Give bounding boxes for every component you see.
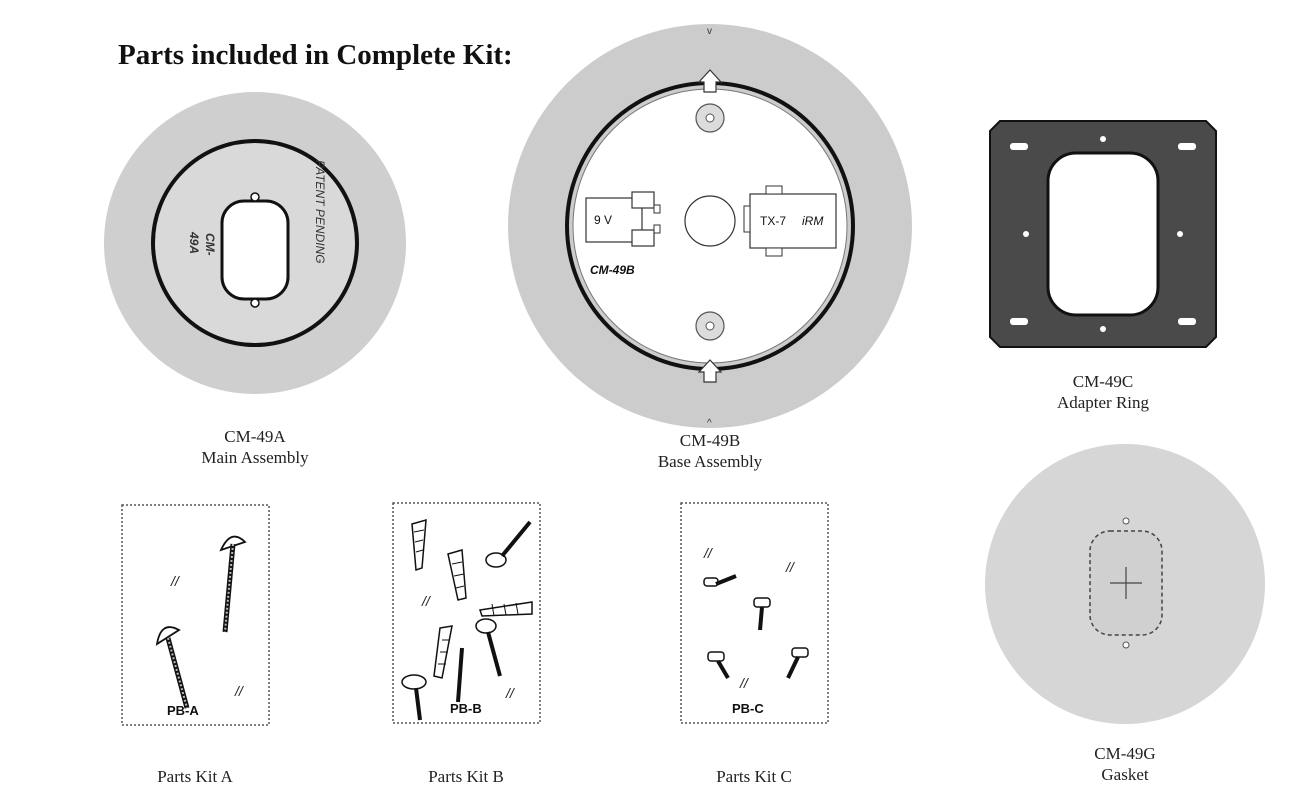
page-heading: Parts included in Complete Kit:	[118, 39, 513, 71]
kit-b-screw	[485, 520, 532, 568]
gasket-code: CM-49G	[1094, 744, 1156, 763]
parts-kit-b-caption: Parts Kit B	[366, 766, 566, 787]
kit-b-anchor	[479, 601, 533, 617]
parts-kit-c-name: Parts Kit C	[716, 767, 792, 786]
adapter-ring-slot-tl	[1010, 143, 1028, 150]
adapter-ring-slot-tr	[1178, 143, 1196, 150]
main-assembly-caption: CM-49A Main Assembly	[155, 426, 355, 468]
adapter-ring-hole-bottom	[1100, 326, 1106, 332]
adapter-ring-diagram	[989, 120, 1217, 348]
base-assembly-post-bottom-hole	[705, 321, 715, 331]
adapter-ring-opening	[1046, 151, 1160, 317]
parts-kit-a-name: Parts Kit A	[157, 767, 233, 786]
parts-kit-a-bag: // // PB-A	[121, 504, 270, 726]
base-assembly-arrow-bottom	[697, 359, 723, 383]
gasket-hole-bottom	[1122, 641, 1130, 649]
kit-a-glare: //	[234, 683, 245, 699]
parts-kit-a-border	[121, 504, 270, 726]
adapter-ring-hole-top	[1100, 136, 1106, 142]
kit-b-bag-label: PB-B	[450, 701, 482, 716]
base-assembly-code: CM-49B	[679, 431, 741, 450]
gasket-hole-top	[1122, 517, 1130, 525]
adapter-ring-hole-left	[1023, 231, 1029, 237]
base-assembly-center-hole	[684, 195, 736, 247]
kit-b-screw	[456, 647, 464, 703]
parts-kit-c-border	[680, 502, 829, 724]
kit-a-glare: //	[170, 573, 181, 589]
base-assembly-caption: CM-49B Base Assembly	[610, 430, 810, 472]
parts-kit-c-bag: // // // PB-C	[680, 502, 829, 724]
main-assembly-label-line2: 49A	[187, 231, 201, 254]
base-assembly-diagram: v ^ 9 V TX-7 iRM CM-49B	[508, 24, 912, 429]
battery-terminal-bottom	[631, 229, 655, 247]
main-assembly-name: Main Assembly	[201, 448, 309, 467]
main-assembly-hole-top	[250, 192, 260, 202]
battery-contact-bottom	[653, 224, 661, 234]
parts-kit-a-caption: Parts Kit A	[95, 766, 295, 787]
kit-a-screw	[219, 535, 247, 633]
kit-c-screw	[707, 651, 730, 680]
adapter-ring-slot-bl	[1010, 318, 1028, 325]
adapter-ring-name: Adapter Ring	[1056, 393, 1150, 412]
base-assembly-bottom-notch: ^	[707, 418, 712, 429]
kit-c-bag-label: PB-C	[732, 701, 764, 716]
main-assembly-diagram: CM- 49A PATENT PENDING	[104, 92, 406, 394]
adapter-ring-slot-br	[1178, 318, 1196, 325]
parts-kit-b-bag: // // PB-B	[392, 502, 541, 724]
transmitter-suffix: iRM	[802, 214, 823, 228]
parts-kit-b-name: Parts Kit B	[428, 767, 504, 786]
transmitter-connector	[743, 205, 751, 233]
base-assembly-arrow-top	[697, 69, 723, 93]
kit-b-screw	[401, 674, 427, 721]
kit-a-screw	[155, 626, 190, 709]
base-assembly-label: CM-49B	[590, 263, 635, 277]
kit-c-screw	[703, 574, 737, 587]
kit-b-screw	[475, 618, 502, 677]
main-assembly-code: CM-49A	[224, 427, 286, 446]
transmitter-module	[749, 193, 837, 249]
main-assembly-window	[220, 199, 290, 301]
adapter-ring-caption: CM-49C Adapter Ring	[1003, 371, 1203, 413]
battery-contact-top	[653, 204, 661, 214]
adapter-ring-hole-right	[1177, 231, 1183, 237]
gasket-caption: CM-49G Gasket	[1025, 743, 1225, 785]
adapter-ring-code: CM-49C	[1072, 372, 1134, 391]
gasket-diagram	[985, 444, 1265, 724]
main-assembly-stamp: PATENT PENDING	[313, 160, 327, 264]
battery-terminal-top	[631, 191, 655, 209]
kit-c-glare: //	[739, 675, 750, 691]
battery-label: 9 V	[594, 213, 612, 227]
kit-b-glare: //	[421, 593, 432, 609]
base-assembly-name: Base Assembly	[657, 452, 763, 471]
base-assembly-post-top-hole	[705, 113, 715, 123]
kit-c-screw	[753, 597, 771, 631]
transmitter-label: TX-7	[760, 214, 786, 228]
kit-c-screw	[786, 647, 809, 679]
kit-a-bag-label: PB-A	[167, 703, 199, 718]
kit-b-anchor	[447, 549, 467, 601]
transmitter-tab-top	[765, 185, 783, 195]
kit-b-glare: //	[505, 685, 516, 701]
main-assembly-label-line1: CM-	[203, 233, 217, 256]
main-assembly-hole-bottom	[250, 298, 260, 308]
base-assembly-top-notch: v	[707, 26, 712, 37]
gasket-name: Gasket	[1101, 765, 1149, 784]
kit-c-glare: //	[785, 559, 796, 575]
transmitter-tab-bottom	[765, 247, 783, 257]
kit-b-anchor	[411, 518, 427, 572]
parts-kit-c-caption: Parts Kit C	[654, 766, 854, 787]
kit-b-anchor	[433, 625, 453, 679]
kit-c-glare: //	[703, 545, 714, 561]
